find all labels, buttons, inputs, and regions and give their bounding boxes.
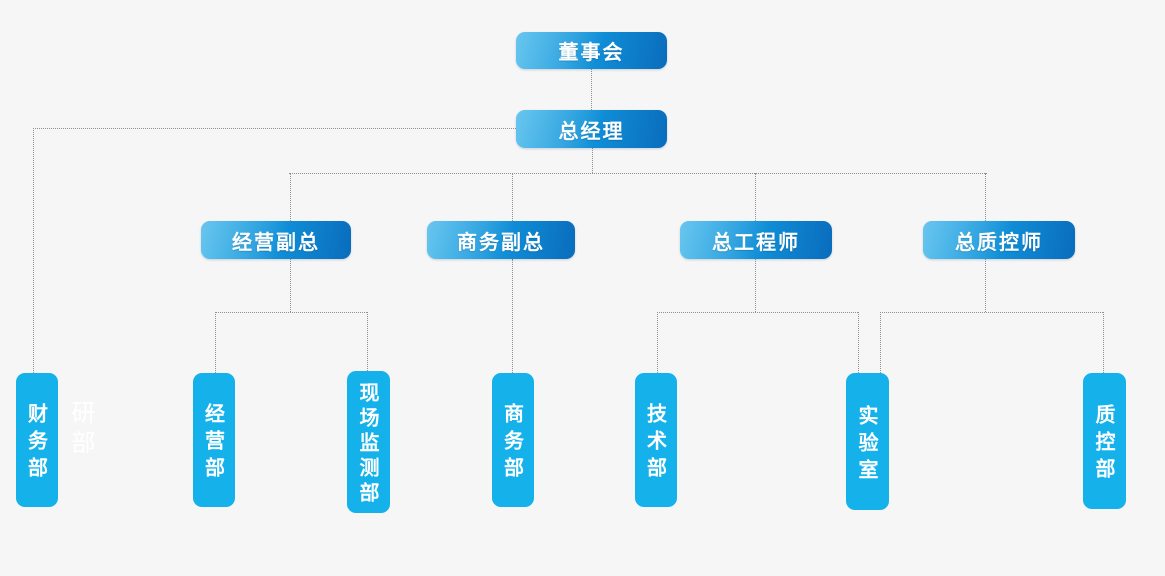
- org-node-business-dept: 商务部: [492, 373, 534, 507]
- org-node-laboratory: 实验室: [846, 373, 889, 510]
- connector-quality-rail: [880, 312, 1103, 313]
- connector-quality-to-laboratory: [880, 312, 881, 373]
- org-node-operations-dept-label: 经营部: [201, 403, 226, 484]
- org-node-chief-engineer: 总工程师: [680, 221, 832, 259]
- org-node-laboratory-label: 实验室: [855, 404, 879, 486]
- org-node-chief-quality: 总质控师: [923, 221, 1075, 259]
- org-node-site-monitoring-dept: 现场监测部: [347, 371, 390, 513]
- org-node-board: 董事会: [516, 32, 667, 69]
- org-node-vp-business-label: 商务副总: [457, 229, 545, 254]
- connector-left-rail-to-finance: [33, 128, 34, 373]
- org-node-board-label: 董事会: [558, 40, 625, 64]
- connector-level3-rail: [289, 173, 987, 174]
- connector-operations-rail: [215, 312, 367, 313]
- org-node-business-dept-label: 商务部: [500, 403, 525, 484]
- ghost-dept-label: 研部: [67, 400, 95, 460]
- connector-to-operations-dept: [215, 312, 216, 373]
- connector-engineer-to-laboratory: [858, 312, 859, 373]
- org-node-vp-operations: 经营副总: [201, 221, 351, 259]
- org-node-technical-dept-label: 技术部: [643, 403, 668, 484]
- org-node-finance-dept-label: 财务部: [24, 403, 49, 484]
- org-node-technical-dept: 技术部: [635, 373, 677, 507]
- connector-engineer-rail: [657, 312, 858, 313]
- connector-to-quality-control: [1103, 312, 1104, 373]
- connector-rail-to-chief-engineer: [755, 173, 756, 221]
- org-node-quality-control-dept-label: 质控部: [1092, 404, 1116, 485]
- connector-vp-business-to-business-dept: [512, 259, 513, 373]
- connector-rail-to-vp-business: [512, 173, 513, 221]
- org-node-vp-business: 商务副总: [427, 221, 575, 259]
- org-node-vp-operations-label: 经营副总: [232, 229, 320, 254]
- connector-board-to-gm: [591, 69, 592, 110]
- org-node-finance-dept: 财务部: [16, 373, 58, 507]
- org-node-quality-control-dept: 质控部: [1083, 373, 1126, 509]
- org-node-general-manager-label: 总经理: [558, 118, 625, 143]
- org-node-chief-quality-label: 总质控师: [955, 229, 1043, 254]
- connector-rail-to-vp-operations: [290, 173, 291, 221]
- connector-chief-engineer-down: [755, 259, 756, 312]
- connector-to-technical-dept: [657, 312, 658, 373]
- connector-gm-down: [592, 148, 593, 173]
- connector-vp-operations-down: [290, 259, 291, 312]
- org-node-operations-dept: 经营部: [193, 373, 235, 507]
- connector-to-site-monitoring: [367, 312, 368, 371]
- org-node-general-manager: 总经理: [516, 110, 667, 148]
- org-node-site-monitoring-dept-label: 现场监测部: [356, 382, 380, 507]
- connector-gm-left-rail: [33, 128, 516, 129]
- org-node-chief-engineer-label: 总工程师: [712, 229, 800, 254]
- connector-rail-to-chief-quality: [985, 173, 986, 221]
- connector-chief-quality-down: [985, 259, 986, 312]
